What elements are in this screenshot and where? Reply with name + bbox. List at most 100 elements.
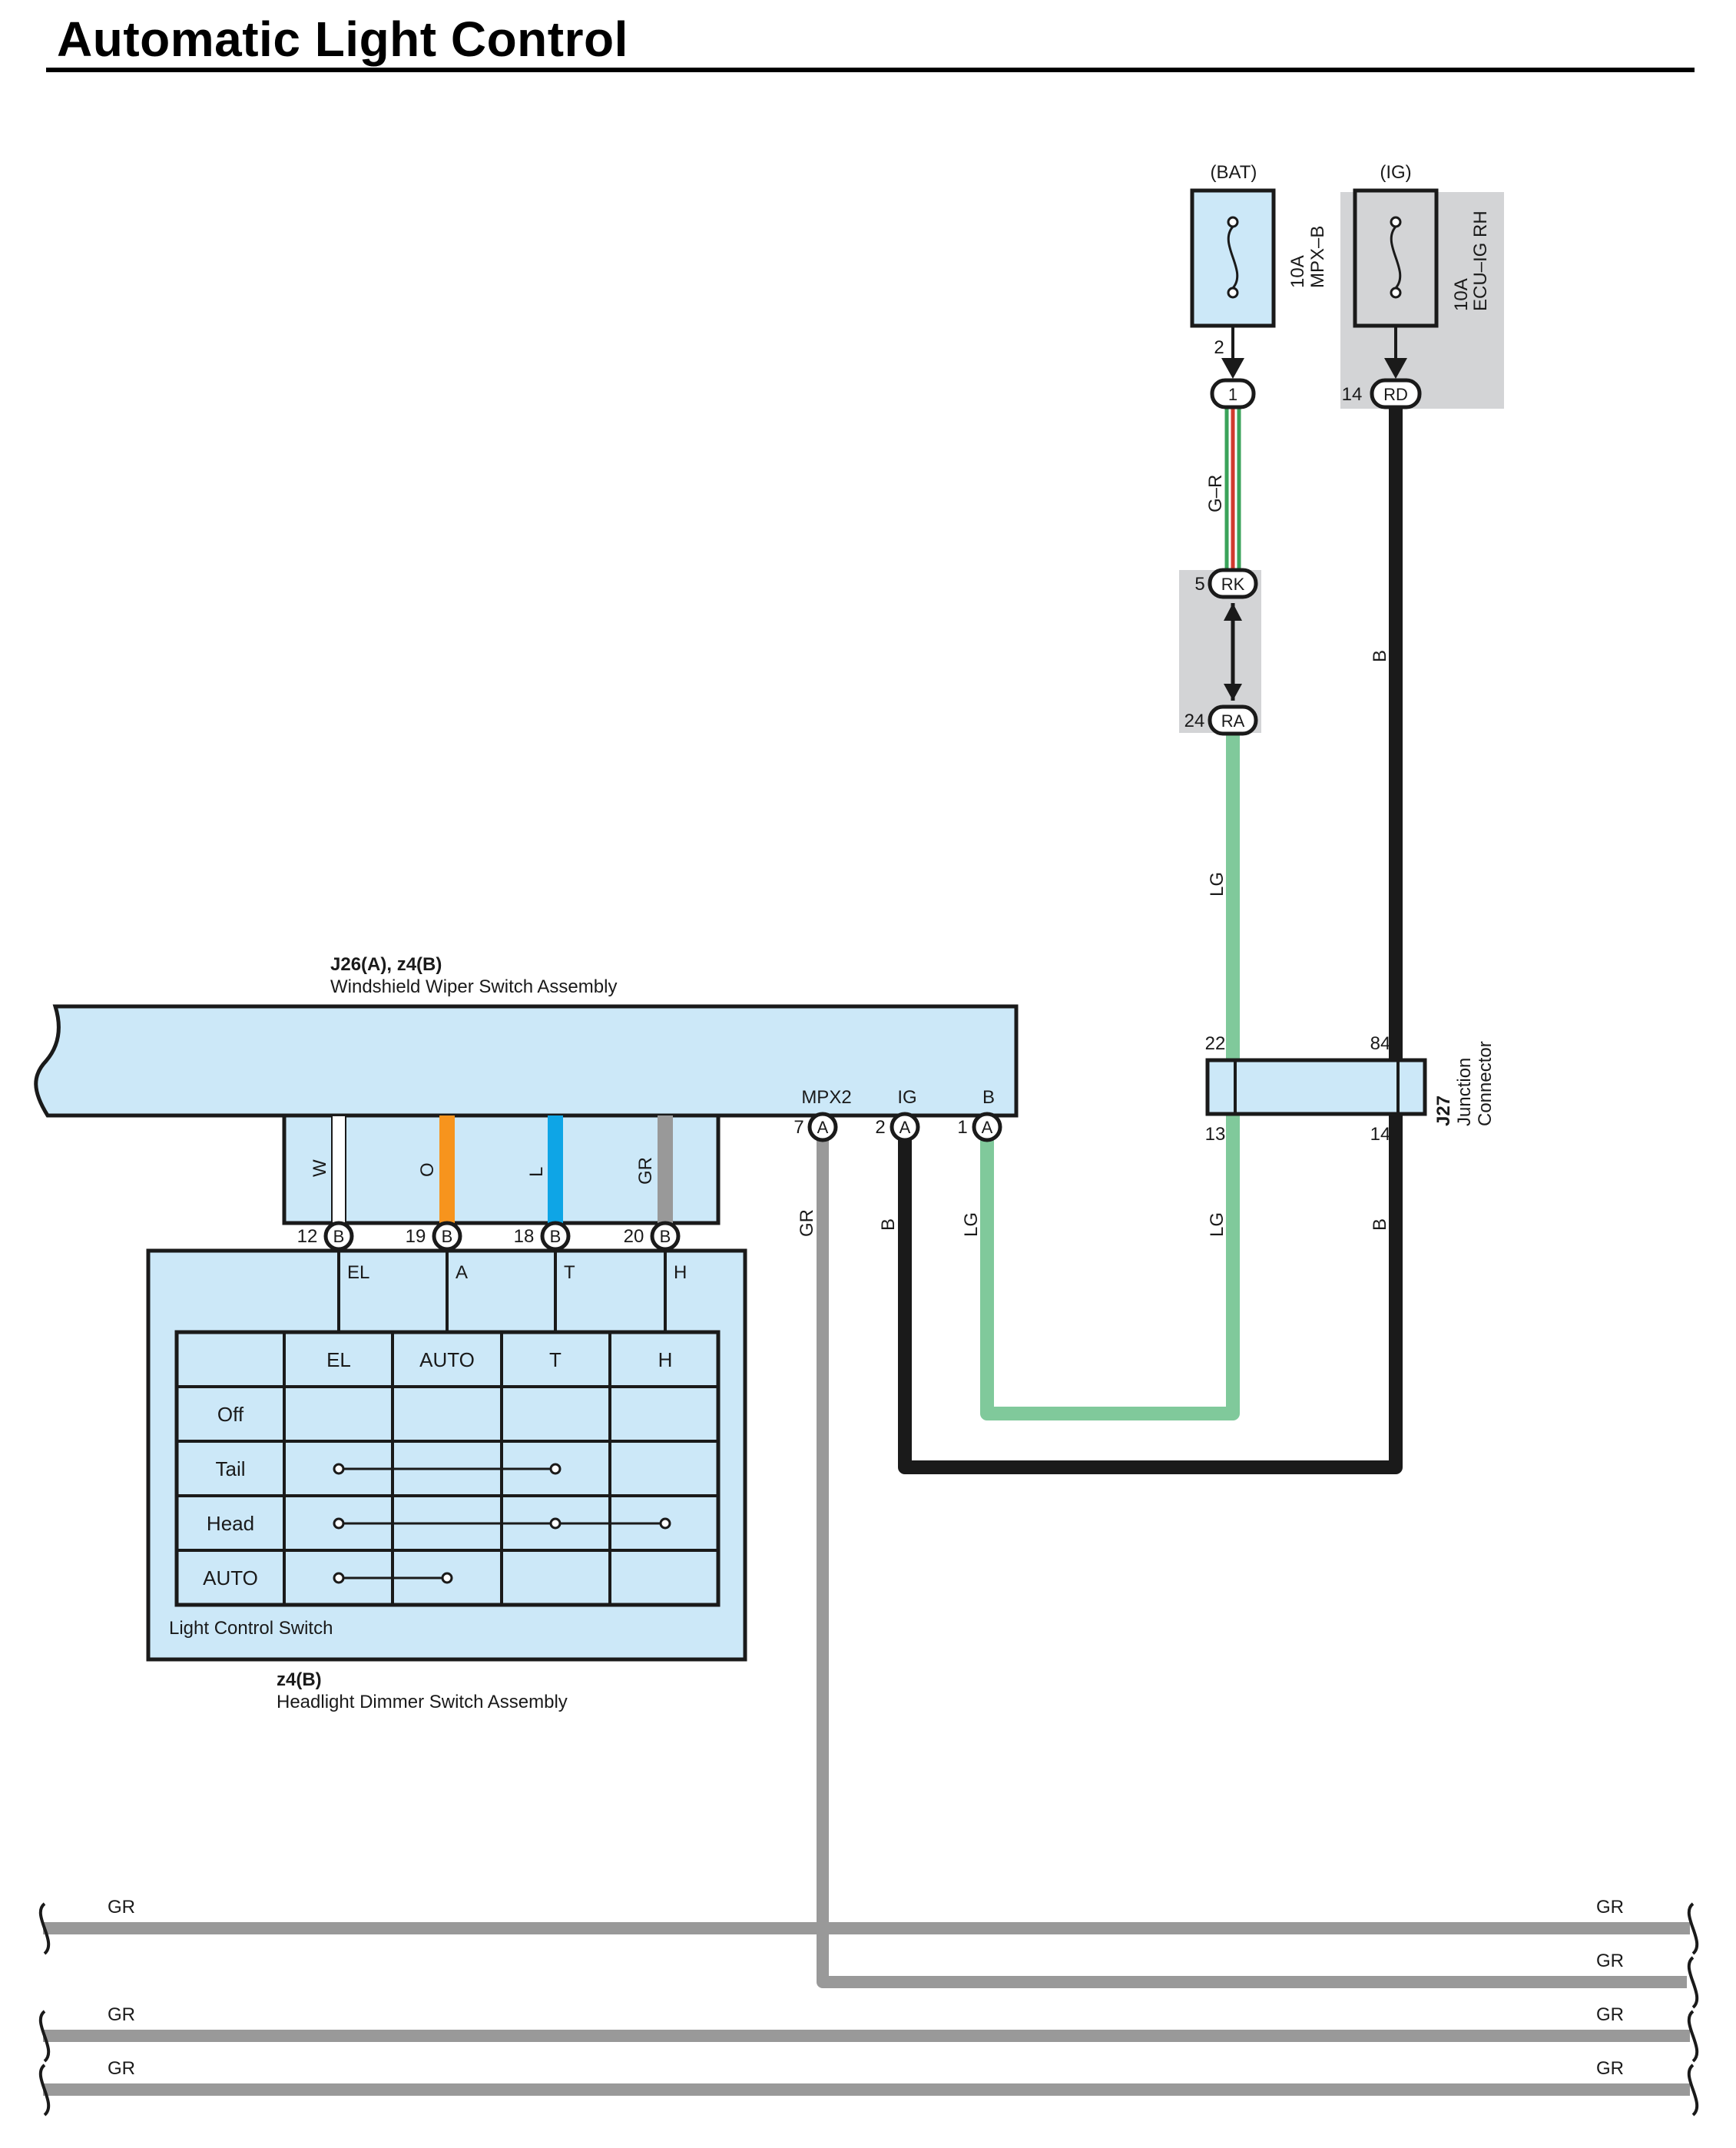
switch-contact-point — [333, 1463, 345, 1475]
connector-rk-pin: 5 — [1194, 574, 1204, 595]
junction-name-1: Junction — [1454, 1058, 1475, 1126]
terminal-ig-pin: 2 — [875, 1117, 885, 1138]
switch-contact-point — [441, 1572, 453, 1584]
wire-label-lg-wiper: LG — [961, 1212, 982, 1237]
terminal-mpx2-pin: 7 — [793, 1117, 803, 1138]
wire-label-lg-upper: LG — [1207, 872, 1227, 897]
terminal-ig: A — [890, 1112, 920, 1142]
switch-contact-point — [549, 1517, 562, 1530]
col-header-h: H — [658, 1348, 673, 1371]
wiper-assembly-bar — [34, 1004, 1019, 1118]
dimmer-assembly-name: Headlight Dimmer Switch Assembly — [277, 1692, 568, 1712]
junction-pin-13: 13 — [1205, 1124, 1226, 1145]
bus-label-4-left: GR — [108, 2058, 135, 2079]
fuse-bat-pin: 2 — [1214, 337, 1224, 358]
svg-text:A: A — [817, 1118, 829, 1137]
junction-pin-14: 14 — [1370, 1124, 1391, 1145]
wiper-sub-box — [282, 1113, 721, 1225]
junction-pin-22: 22 — [1205, 1033, 1226, 1054]
switch-contact-point — [659, 1517, 671, 1530]
signal-el: EL — [347, 1262, 369, 1283]
page-title: Automatic Light Control — [57, 12, 628, 67]
junction-name-2: Connector — [1475, 1041, 1496, 1126]
connector-b-20-pin: 20 — [624, 1226, 644, 1247]
svg-text:A: A — [899, 1118, 911, 1137]
wire-label-gr-mpx2: GR — [797, 1209, 817, 1237]
wire-label-g-r: G–R — [1205, 475, 1226, 512]
signal-a: A — [456, 1262, 468, 1283]
row-label-off: Off — [217, 1403, 244, 1426]
bus-label-4-right: GR — [1596, 2058, 1624, 2079]
bus-break-marks — [38, 1902, 1699, 2117]
terminal-b-label: B — [982, 1087, 995, 1108]
wire-label-w: W — [310, 1159, 330, 1177]
wire-g-r — [1224, 407, 1241, 570]
fuse-bat-name: MPX–B — [1307, 226, 1328, 288]
svg-text:B: B — [442, 1227, 453, 1246]
connector-ra-label: RA — [1221, 711, 1245, 731]
connector-rd-label: RD — [1383, 385, 1408, 404]
col-header-t: T — [549, 1348, 562, 1371]
bus-label-3-right: GR — [1596, 2004, 1624, 2025]
connector-rd-pin: 14 — [1342, 384, 1363, 405]
wire-label-b-upper: B — [1370, 650, 1390, 662]
col-header-el: EL — [326, 1348, 351, 1371]
connector-ra-pin: 24 — [1184, 711, 1205, 731]
wire-gr-mpx2 — [817, 1139, 1687, 1988]
svg-text:B: B — [550, 1227, 562, 1246]
connector-b-19: B — [432, 1221, 462, 1251]
row-label-tail: Tail — [215, 1457, 245, 1480]
dimmer-assembly-id: z4(B) — [277, 1669, 322, 1690]
title-rule — [46, 68, 1695, 72]
svg-text:A: A — [982, 1118, 993, 1137]
wire-w — [331, 1115, 346, 1224]
wire-lg — [980, 734, 1240, 1420]
wire-label-lg-lower: LG — [1207, 1212, 1227, 1237]
arrow-ig — [1384, 358, 1407, 379]
connector-1-label: 1 — [1228, 385, 1237, 404]
fuse-bat-rating: 10A — [1287, 255, 1308, 288]
signal-t: T — [564, 1262, 575, 1283]
row-label-auto: AUTO — [203, 1566, 258, 1589]
bus-label-2-right: GR — [1596, 1951, 1624, 1971]
switch-contact-point — [333, 1572, 345, 1584]
svg-text:B: B — [660, 1227, 671, 1246]
switch-contact-point — [333, 1517, 345, 1530]
wire-gr-short — [658, 1115, 673, 1223]
connector-rk — [1208, 568, 1258, 599]
connector-b-18: B — [540, 1221, 571, 1251]
connector-rk-label: RK — [1221, 575, 1245, 594]
fuse-ig-symbol — [1390, 216, 1402, 299]
wire-l — [548, 1115, 563, 1223]
bus-label-1-right: GR — [1596, 1897, 1624, 1918]
row-label-head: Head — [207, 1512, 254, 1535]
switch-contact-point — [549, 1463, 562, 1475]
connector-rd — [1370, 378, 1422, 409]
connector-ra — [1208, 704, 1258, 736]
wire-b — [898, 407, 1403, 1474]
fuse-ig-source: (IG) — [1380, 162, 1411, 183]
wire-o — [439, 1115, 455, 1223]
bus-label-3-left: GR — [108, 2004, 135, 2025]
wire-label-gr-short: GR — [635, 1157, 656, 1185]
connector-1 — [1210, 378, 1256, 409]
fuse-ig-name: ECU–IG RH — [1470, 210, 1491, 311]
terminal-ig-label: IG — [897, 1087, 916, 1108]
fuse-bat-symbol — [1227, 216, 1239, 299]
bus-label-1-left: GR — [108, 1897, 135, 1918]
gr-bus-lines — [43, 1922, 1690, 2096]
arrow-bat — [1221, 358, 1244, 379]
junction-pin-84: 84 — [1370, 1033, 1391, 1054]
terminal-mpx2-label: MPX2 — [801, 1087, 851, 1108]
fuse-bat-source: (BAT) — [1211, 162, 1257, 183]
junction-connector — [1205, 1058, 1427, 1116]
wire-label-o: O — [417, 1162, 438, 1177]
col-header-auto: AUTO — [419, 1348, 475, 1371]
light-switch-label: Light Control Switch — [169, 1618, 333, 1639]
connector-b-18-pin: 18 — [514, 1226, 535, 1247]
terminal-mpx2: A — [807, 1112, 838, 1142]
connector-b-12-pin: 12 — [297, 1226, 318, 1247]
connector-b-20: B — [650, 1221, 681, 1251]
fuse-ig-rating: 10A — [1451, 278, 1472, 311]
